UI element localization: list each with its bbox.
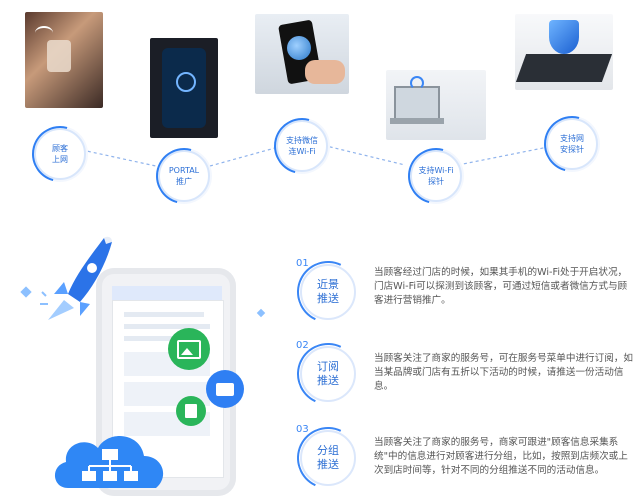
wifi-icon <box>35 26 53 40</box>
flow-node-portal: PORTAL 推广 <box>145 137 223 215</box>
feature-number: 01 <box>296 258 309 269</box>
shield-icon <box>549 20 579 54</box>
image-app-icon <box>168 328 210 370</box>
photo-phone-dark <box>150 38 218 138</box>
feature-title: 近景推送 <box>317 278 339 305</box>
photo-hand-phone-globe <box>255 14 349 94</box>
flow-node-wechat-wifi: 支持微信 连Wi-Fi <box>263 107 341 185</box>
flow-node-wifi-probe: 支持Wi-Fi 探针 <box>397 137 475 215</box>
feature-number: 02 <box>296 340 309 351</box>
flow-node-customer-online: 顾客 上网 <box>21 115 99 193</box>
location-pin-icon <box>176 72 196 92</box>
document-app-icon <box>176 396 206 426</box>
photo-laptop <box>386 70 486 140</box>
feature-title: 分组推送 <box>317 444 339 471</box>
feature-title: 订阅推送 <box>317 360 339 387</box>
feature-circle-subscribe-push: 02 订阅推送 <box>288 334 368 414</box>
photo-shield-laptop <box>515 14 613 90</box>
flow-connectors <box>81 143 549 169</box>
feature-description: 当顾客关注了商家的服务号，可在服务号菜单中进行订阅，如当某品牌或门店有五折以下活… <box>374 353 634 392</box>
star-icon <box>256 308 266 318</box>
star-icon <box>20 286 32 298</box>
feature-description: 当顾客经过门店的时候，如果其手机的Wi-Fi处于开启状况，门店Wi-Fi可以探测… <box>374 267 628 306</box>
photo-woman-phone <box>25 12 103 108</box>
globe-icon <box>287 36 311 60</box>
flow-node-security-probe: 支持网 安探针 <box>533 105 611 183</box>
feature-circle-nearby-push: 01 近景推送 <box>288 252 368 332</box>
feature-description: 当顾客关注了商家的服务号，商家可跟进"顾客信息采集系统"中的信息进行对顾客进行分… <box>374 437 628 476</box>
signal-icon <box>410 76 424 90</box>
cloud-network-icon <box>54 436 164 488</box>
illustration <box>20 230 290 496</box>
rocket-icon <box>40 236 112 320</box>
video-app-icon <box>206 370 244 408</box>
feature-circle-group-push: 03 分组推送 <box>288 418 368 498</box>
feature-number: 03 <box>296 424 309 435</box>
